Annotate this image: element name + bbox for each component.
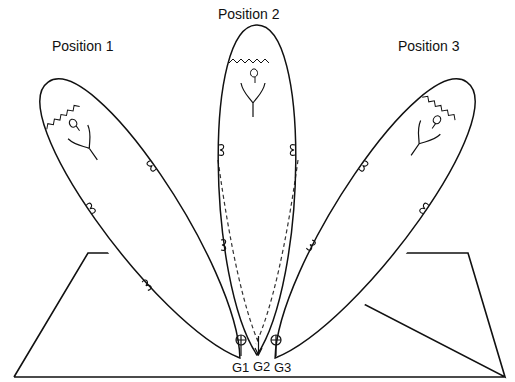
- head-outline: [250, 34, 512, 370]
- head-outline: [20, 34, 265, 370]
- ground-point-label: G1: [231, 361, 250, 375]
- fork-figure: [401, 121, 440, 163]
- ellipse-outline: [16, 59, 273, 380]
- position-heading: Position 2: [218, 6, 279, 22]
- side-marks: [86, 160, 210, 291]
- wavy-line: [45, 103, 80, 129]
- position-outline: Position 2: [205, 4, 309, 360]
- small-organ: [68, 118, 82, 134]
- fork-figure: [68, 125, 107, 167]
- ellipse-outline: [218, 25, 296, 355]
- side-marks: [219, 145, 295, 251]
- wavy-line: [229, 59, 269, 63]
- ellipse-masks: [9, 25, 507, 382]
- ellipse-mask: [236, 55, 507, 382]
- position-heading: Position 3: [398, 38, 459, 54]
- head-outline: [205, 4, 309, 360]
- dashed-axis: [218, 160, 298, 344]
- ground-point-label: G3: [273, 361, 292, 375]
- small-organ: [428, 114, 442, 130]
- small-organ: [250, 69, 257, 83]
- side-marks: [305, 160, 429, 291]
- ellipse-outline: [243, 59, 500, 380]
- position-heading: Position 1: [52, 38, 113, 54]
- position-outline: Position 1: [20, 34, 265, 370]
- fork-figure: [241, 83, 265, 117]
- ground-point-label: G2: [252, 360, 271, 374]
- position-outline: Position 3: [250, 34, 512, 370]
